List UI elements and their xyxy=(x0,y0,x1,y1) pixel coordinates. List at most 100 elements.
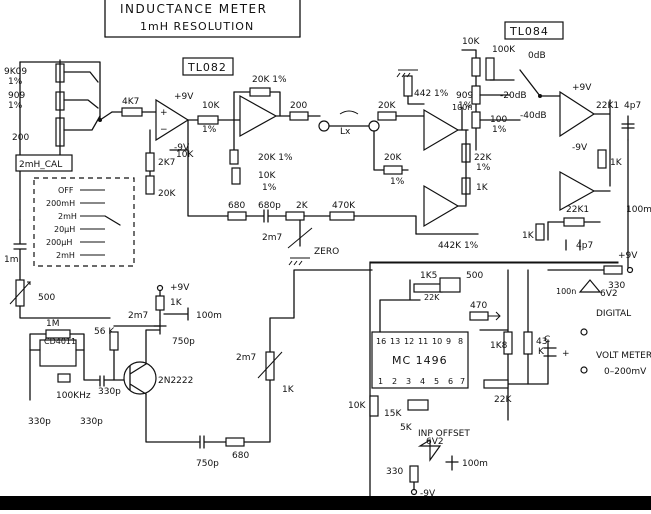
resistor-470 xyxy=(469,311,489,321)
opamp-6 xyxy=(559,170,596,212)
svg-text:13: 13 xyxy=(390,337,400,346)
mc1496-chip xyxy=(371,331,469,389)
svg-text:4: 4 xyxy=(420,377,425,386)
wire-opamp5-fb xyxy=(593,99,611,187)
resistor-10k-b xyxy=(197,115,219,125)
lbl-zener-a: 6V2 xyxy=(600,289,618,299)
transistor-body xyxy=(129,363,147,395)
db-switch-arm[interactable] xyxy=(519,69,561,97)
lbl-2k: 2K xyxy=(296,201,309,211)
opamp-5 xyxy=(559,90,596,138)
resistor-100 xyxy=(471,111,481,129)
svg-text:1: 1 xyxy=(378,377,383,386)
dvm-terminal-minus[interactable] xyxy=(580,366,588,374)
opamp1-plus: + xyxy=(160,108,168,118)
transistor-2n2222 xyxy=(123,361,157,395)
mixer-frame-top xyxy=(369,261,619,264)
lbl-500b: 500 xyxy=(466,271,483,281)
lbl-20k-bot: 20K 1% xyxy=(258,153,293,163)
cap-750p-b xyxy=(199,435,227,449)
lbl-1m: 1m xyxy=(4,255,19,265)
opamp1-minus: − xyxy=(160,125,168,135)
lbl-vee-c: -9V xyxy=(572,143,588,153)
vee-terminal xyxy=(410,488,418,496)
ground-icon xyxy=(488,311,501,321)
lbl-2k7: 2K7 xyxy=(158,158,175,168)
resistor-1k-b xyxy=(535,223,545,241)
wire-lx-down xyxy=(373,130,409,171)
footer-bar xyxy=(0,496,651,510)
tl082-label: TL082 xyxy=(187,61,227,74)
tl084-label: TL084 xyxy=(509,25,549,38)
lbl-20k-top: 20K 1% xyxy=(252,75,287,85)
ground-icon xyxy=(288,257,310,266)
lbl-100m: 100m xyxy=(626,205,651,215)
lbl-1k8: 1K8 xyxy=(490,341,508,351)
lbl-v9f: +9V xyxy=(618,251,638,261)
lbl-330: 330 xyxy=(386,467,403,477)
mc1496-pins-bottom: 1 2 3 4 5 6 7 xyxy=(378,377,465,386)
svg-text:16: 16 xyxy=(376,337,386,346)
lbl-1pct-c: 1% xyxy=(202,125,217,135)
lbl-dvm3: 0–200mV xyxy=(604,367,647,377)
dvm-terminal-plus[interactable] xyxy=(580,328,588,336)
svg-text:10: 10 xyxy=(432,337,442,346)
ground-icon xyxy=(396,69,418,78)
wire-fb2 xyxy=(233,91,281,117)
wire-range-taps xyxy=(63,71,101,131)
lbl-200b: 200 xyxy=(290,101,307,111)
lbl-transistor: 2N2222 xyxy=(158,376,193,386)
lbl-inp-offset: INP OFFSET xyxy=(418,429,470,439)
wire-pot-to-osc xyxy=(19,305,111,319)
lbl-330b: 330 xyxy=(608,281,625,291)
resistor-2k7 xyxy=(145,152,155,172)
db-switch-pivot xyxy=(538,94,542,98)
switch-positions xyxy=(80,189,105,256)
resistor-1k-osc xyxy=(155,295,165,311)
cap-1m xyxy=(13,219,27,281)
lbl-1pct-e: 1% xyxy=(390,177,405,187)
lx-terminal-b[interactable] xyxy=(368,120,380,132)
lbl-43k-unit: K xyxy=(538,347,545,357)
lbl-1k5: 1K5 xyxy=(420,271,437,281)
lbl-1pct-h: 1% xyxy=(492,125,507,135)
wire-4p7b xyxy=(547,221,581,251)
mc1496-label: MC 1496 xyxy=(392,354,448,367)
wire-osc xyxy=(29,349,101,401)
wire-56k xyxy=(113,325,161,381)
title-line1: INDUCTANCE METER xyxy=(120,2,267,16)
lbl-plus: + xyxy=(562,349,570,359)
svg-text:11: 11 xyxy=(418,337,428,346)
svg-text:9: 9 xyxy=(446,337,451,346)
lbl-22k-out: 22K xyxy=(494,395,512,405)
svg-text:6: 6 xyxy=(448,377,453,386)
resistor-680 xyxy=(227,211,247,221)
switch-arm xyxy=(104,215,121,226)
lbl-22k-mid: 22K xyxy=(474,153,492,163)
wire-442 xyxy=(407,95,425,105)
lbl-2m7-c: 2m7 xyxy=(236,353,256,363)
lx-terminal-a[interactable] xyxy=(318,120,330,132)
zero-pot-arrow xyxy=(287,227,313,249)
lbl-22k-top: 22K xyxy=(424,293,440,302)
lbl-dvm2: VOLT METER xyxy=(596,351,651,361)
mc1496-pins-top: 16 13 12 11 10 9 8 xyxy=(376,337,463,346)
vcc-terminal xyxy=(156,284,164,292)
lbl-330p-b: 330p xyxy=(80,417,103,427)
cal-label-box xyxy=(15,154,73,172)
lbl-xtal: 100KHz xyxy=(56,391,91,401)
lbl-v9g: -9V xyxy=(420,489,436,499)
lbl-100n-a: 100n xyxy=(452,103,472,112)
wire-680 xyxy=(187,149,229,217)
lbl-100m-b: 100m xyxy=(462,459,488,469)
lbl-1m-r: 1M xyxy=(46,319,60,329)
lbl-680p: 680p xyxy=(258,201,281,211)
svg-text:7: 7 xyxy=(460,377,465,386)
resistor-4k7 xyxy=(121,107,143,117)
resistor-22k1b xyxy=(563,217,585,227)
lbl-100k: 100K xyxy=(492,45,516,55)
lbl-470k: 470K xyxy=(332,201,356,211)
lbl-500: 500 xyxy=(38,293,55,303)
cap-100m-b xyxy=(445,455,459,471)
